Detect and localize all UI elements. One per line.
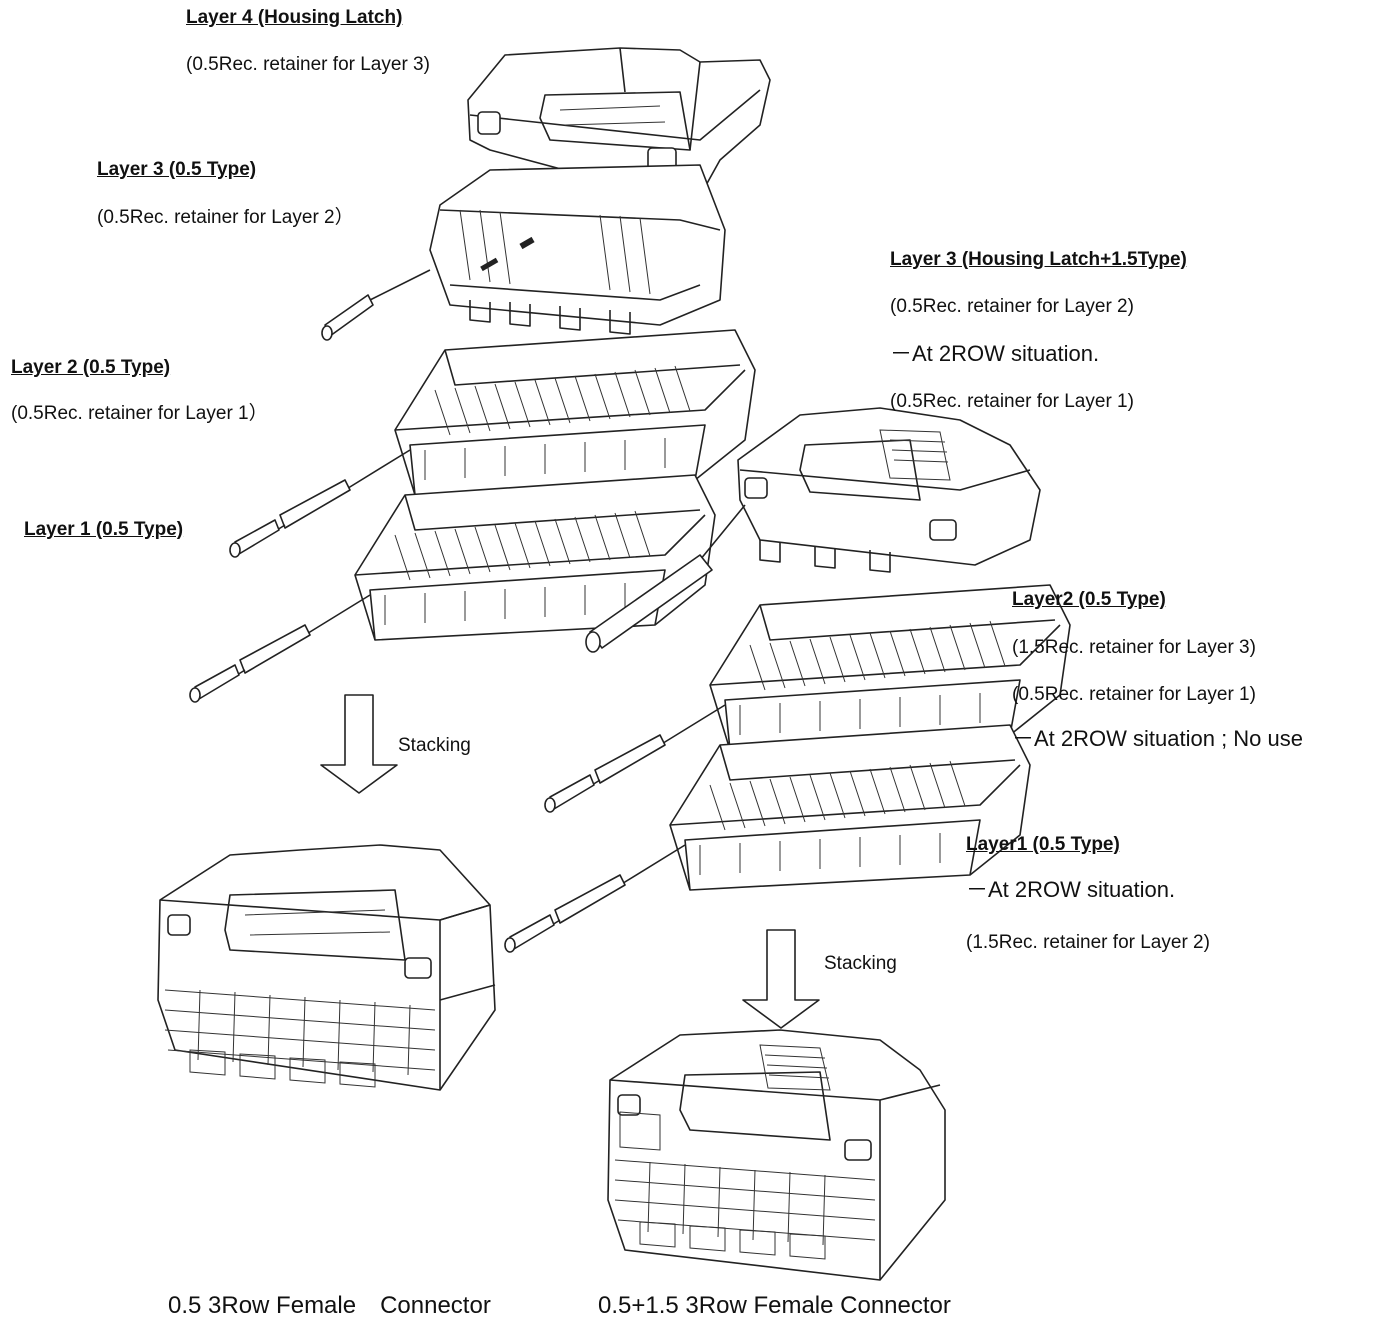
left-layer1-drawing — [189, 474, 716, 703]
right-layer2-note2: (0.5Rec. retainer for Layer 1) — [1012, 684, 1256, 705]
right-layer3-title: Layer 3 (Housing Latch+1.5Type) — [890, 249, 1187, 270]
left-stacking-label: Stacking — [398, 735, 471, 756]
left-layer3-note: (0.5Rec. retainer for Layer 2） — [97, 207, 354, 228]
right-layer1-note1: －At 2ROW situation. — [966, 877, 1176, 902]
right-layer3-note1: (0.5Rec. retainer for Layer 2) — [890, 296, 1134, 317]
left-stacking-arrow — [320, 694, 398, 794]
left-layer3-drawing — [321, 164, 726, 341]
right-layer2-note1: (1.5Rec. retainer for Layer 3) — [1012, 637, 1256, 658]
left-layer1-title: Layer 1 (0.5 Type) — [24, 519, 184, 540]
left-layer4-title: Layer 4 (Housing Latch) — [186, 7, 403, 28]
left-connector-caption: 0.5 3Row Female Connector — [168, 1292, 491, 1319]
left-assembled-connector-drawing — [157, 844, 496, 1091]
left-layer4-note: (0.5Rec. retainer for Layer 3) — [186, 54, 430, 75]
right-layer3-note3: (0.5Rec. retainer for Layer 1) — [890, 391, 1134, 412]
right-layer2-note3: －At 2ROW situation ; No use — [1012, 726, 1303, 751]
right-layer2-title: Layer2 (0.5 Type) — [1012, 589, 1166, 610]
right-stacking-arrow — [742, 929, 820, 1029]
right-assembled-connector-drawing — [607, 1029, 946, 1281]
right-layer1-drawing — [504, 724, 1031, 953]
left-layer2-note: (0.5Rec. retainer for Layer 1） — [11, 403, 268, 424]
left-layer3-title: Layer 3 (0.5 Type) — [97, 159, 257, 180]
right-layer3-housing-latch-drawing — [585, 407, 1041, 653]
right-layer3-note2: －At 2ROW situation. — [890, 341, 1100, 366]
right-layer1-title: Layer1 (0.5 Type) — [966, 834, 1120, 855]
right-connector-caption: 0.5+1.5 3Row Female Connector — [598, 1292, 951, 1319]
right-stacking-label: Stacking — [824, 953, 897, 974]
left-layer2-title: Layer 2 (0.5 Type) — [11, 357, 171, 378]
right-layer1-note2: (1.5Rec. retainer for Layer 2) — [966, 932, 1210, 953]
